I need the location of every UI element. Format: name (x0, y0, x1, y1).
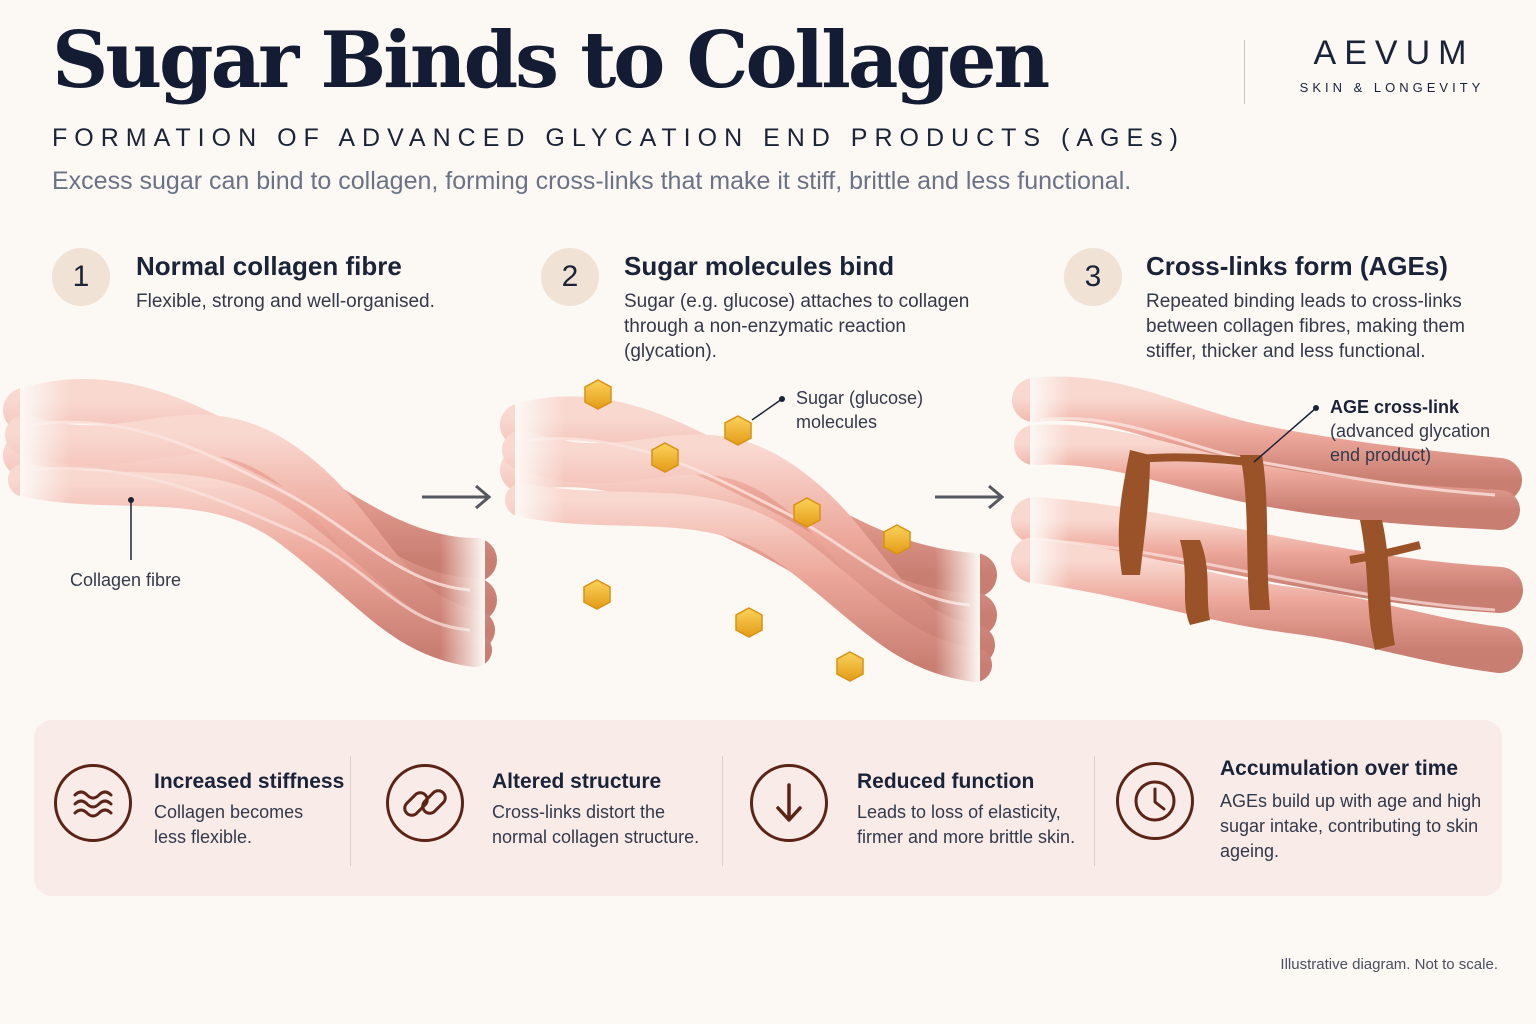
step-1-title: Normal collagen fibre (136, 251, 402, 281)
brand-logo: AEVUM (1313, 34, 1475, 72)
panel-divider (1094, 756, 1095, 866)
chain-link-icon (386, 764, 464, 842)
effect-1-text: Collagen becomes less flexible. (154, 802, 304, 847)
age-crosslink-label-text: (advanced glycation end product) (1330, 421, 1491, 465)
arrow-right-icon (935, 484, 1005, 510)
panel-divider (722, 756, 723, 866)
step-1-text: Flexible, strong and well-organised. (136, 291, 435, 312)
waves-icon (54, 764, 132, 842)
clock-icon (1116, 762, 1194, 840)
effect-1-title: Increased stiffness (154, 770, 345, 793)
page-title: Sugar Binds to Collagen (52, 15, 1050, 106)
intro-text: Excess sugar can bind to collagen, formi… (52, 167, 1132, 195)
age-crosslink-label-bold: AGE cross-link (1330, 397, 1460, 417)
step-2-title: Sugar molecules bind (624, 251, 895, 281)
page-subtitle: FORMATION OF ADVANCED GLYCATION END PROD… (52, 124, 1185, 152)
effect-3-title: Reduced function (857, 770, 1035, 793)
collagen-fibre-3 (1011, 370, 1523, 680)
effect-2-title: Altered structure (492, 770, 662, 793)
step-3-title: Cross-links form (AGEs) (1146, 251, 1448, 281)
step-2-number: 2 (541, 248, 599, 306)
arrow-down-icon (750, 764, 828, 842)
glucose-molecules (583, 379, 911, 682)
effect-3-text: Leads to loss of elasticity, firmer and … (857, 802, 1076, 847)
effect-4-title: Accumulation over time (1220, 757, 1459, 780)
effect-4-text: AGEs build up with age and high sugar in… (1220, 791, 1482, 861)
effect-2-text: Cross-links distort the normal collagen … (492, 802, 700, 847)
step-1-number: 1 (52, 248, 110, 306)
footnote: Illustrative diagram. Not to scale. (1280, 956, 1498, 973)
age-crosslink-label: AGE cross-link (advanced glycation end p… (1330, 395, 1510, 467)
step-2-text: Sugar (e.g. glucose) attaches to collage… (624, 291, 970, 362)
collagen-fibre-2 (500, 390, 997, 690)
step-3-number: 3 (1064, 248, 1122, 306)
brand-tagline: SKIN & LONGEVITY (1299, 80, 1485, 95)
arrow-right-icon (422, 484, 492, 510)
step-3-text: Repeated binding leads to cross-links be… (1146, 291, 1465, 362)
glucose-label: Sugar (glucose) molecules (796, 388, 924, 432)
panel-divider (350, 756, 351, 866)
collagen-fibre-1 (3, 370, 497, 670)
collagen-fibre-label: Collagen fibre (70, 570, 182, 590)
brand-divider (1244, 40, 1245, 104)
